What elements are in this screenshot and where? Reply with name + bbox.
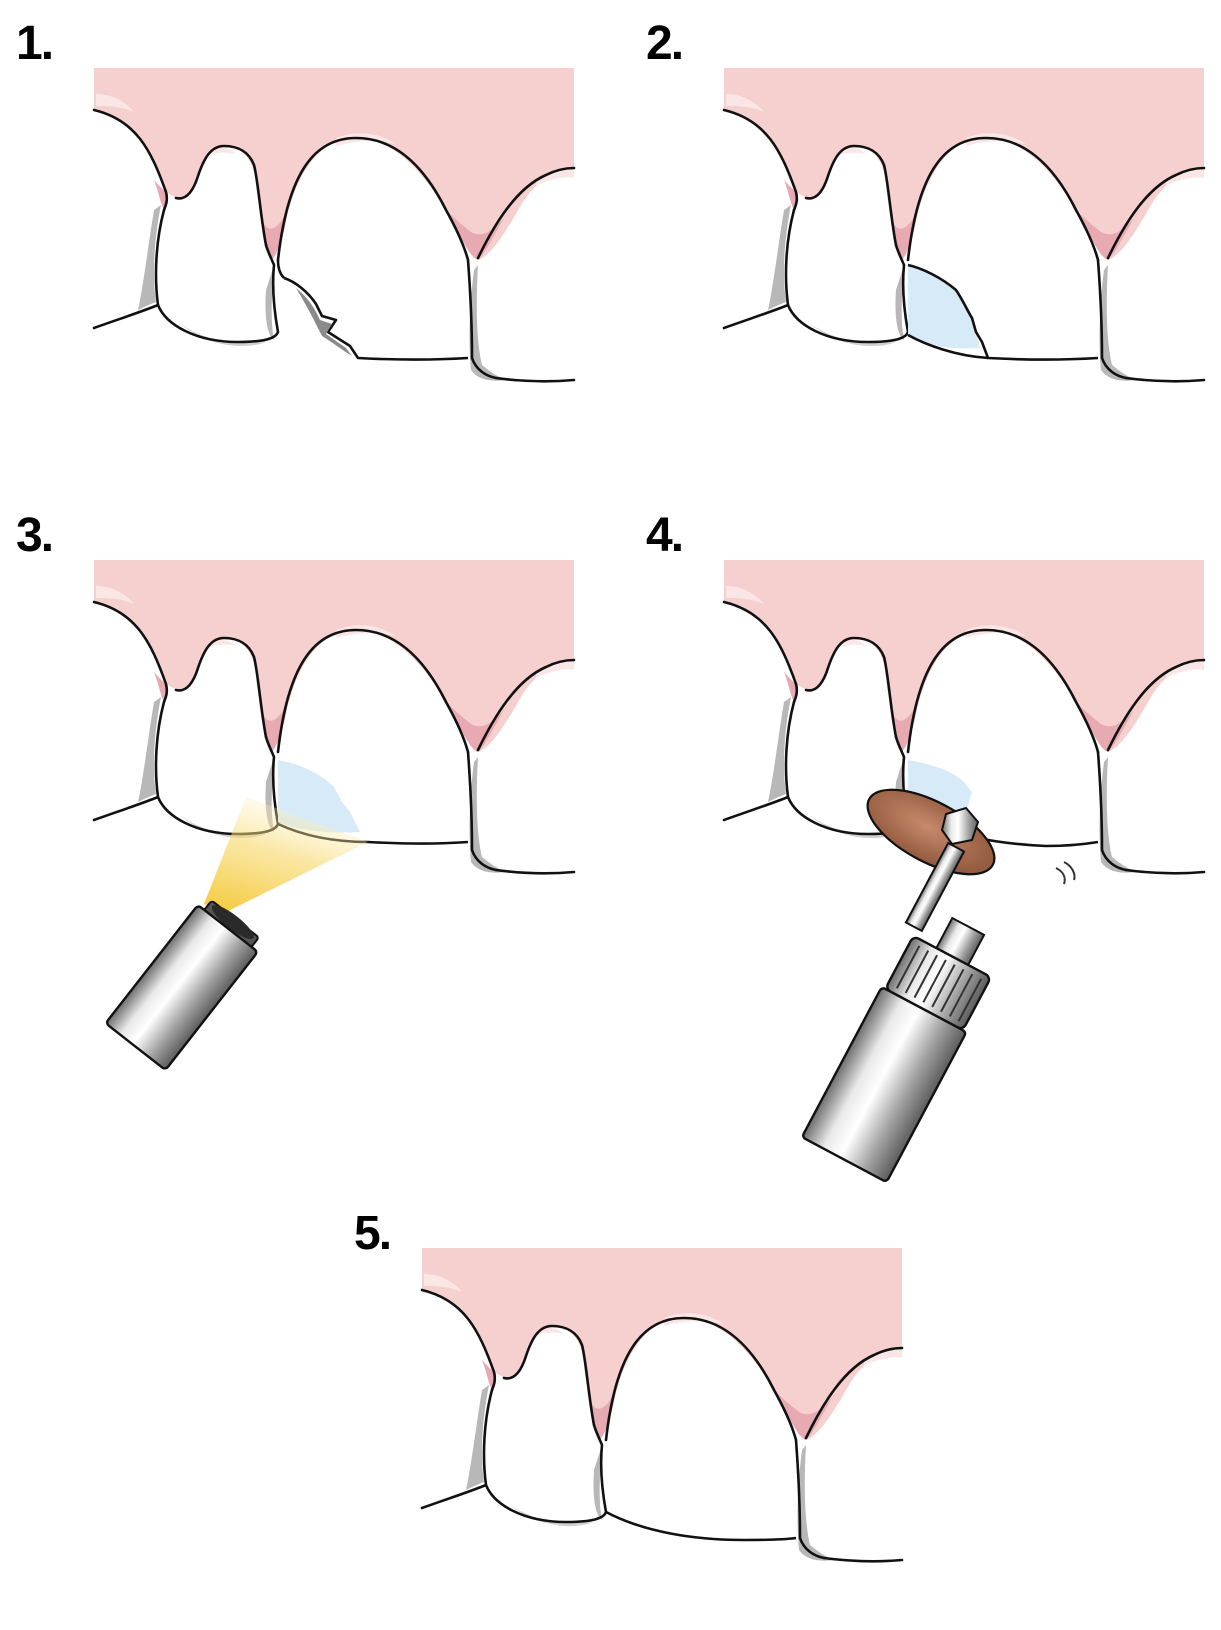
step-5-panel: 5.	[354, 1210, 914, 1630]
step-5-label: 5.	[354, 1207, 392, 1260]
polishing-disc-icon	[866, 788, 996, 933]
step-4-panel: 4.	[646, 509, 1206, 1182]
teeth-chipped-illustration	[92, 66, 576, 383]
teeth-light-curing-illustration	[92, 558, 576, 912]
step-3-panel: 3.	[16, 512, 576, 1072]
curing-light-icon	[105, 900, 259, 1070]
step-2-label: 2.	[646, 17, 684, 70]
step-2-panel: 2.	[646, 20, 1206, 500]
step-1-panel: 1.	[16, 20, 576, 500]
step-1-label: 1.	[16, 17, 54, 70]
step-3-label: 3.	[16, 509, 54, 562]
step-4-label: 4.	[646, 509, 684, 562]
teeth-restored-illustration	[420, 1246, 904, 1563]
teeth-composite-applied-illustration	[722, 66, 1206, 383]
handpiece-icon	[802, 916, 991, 1182]
